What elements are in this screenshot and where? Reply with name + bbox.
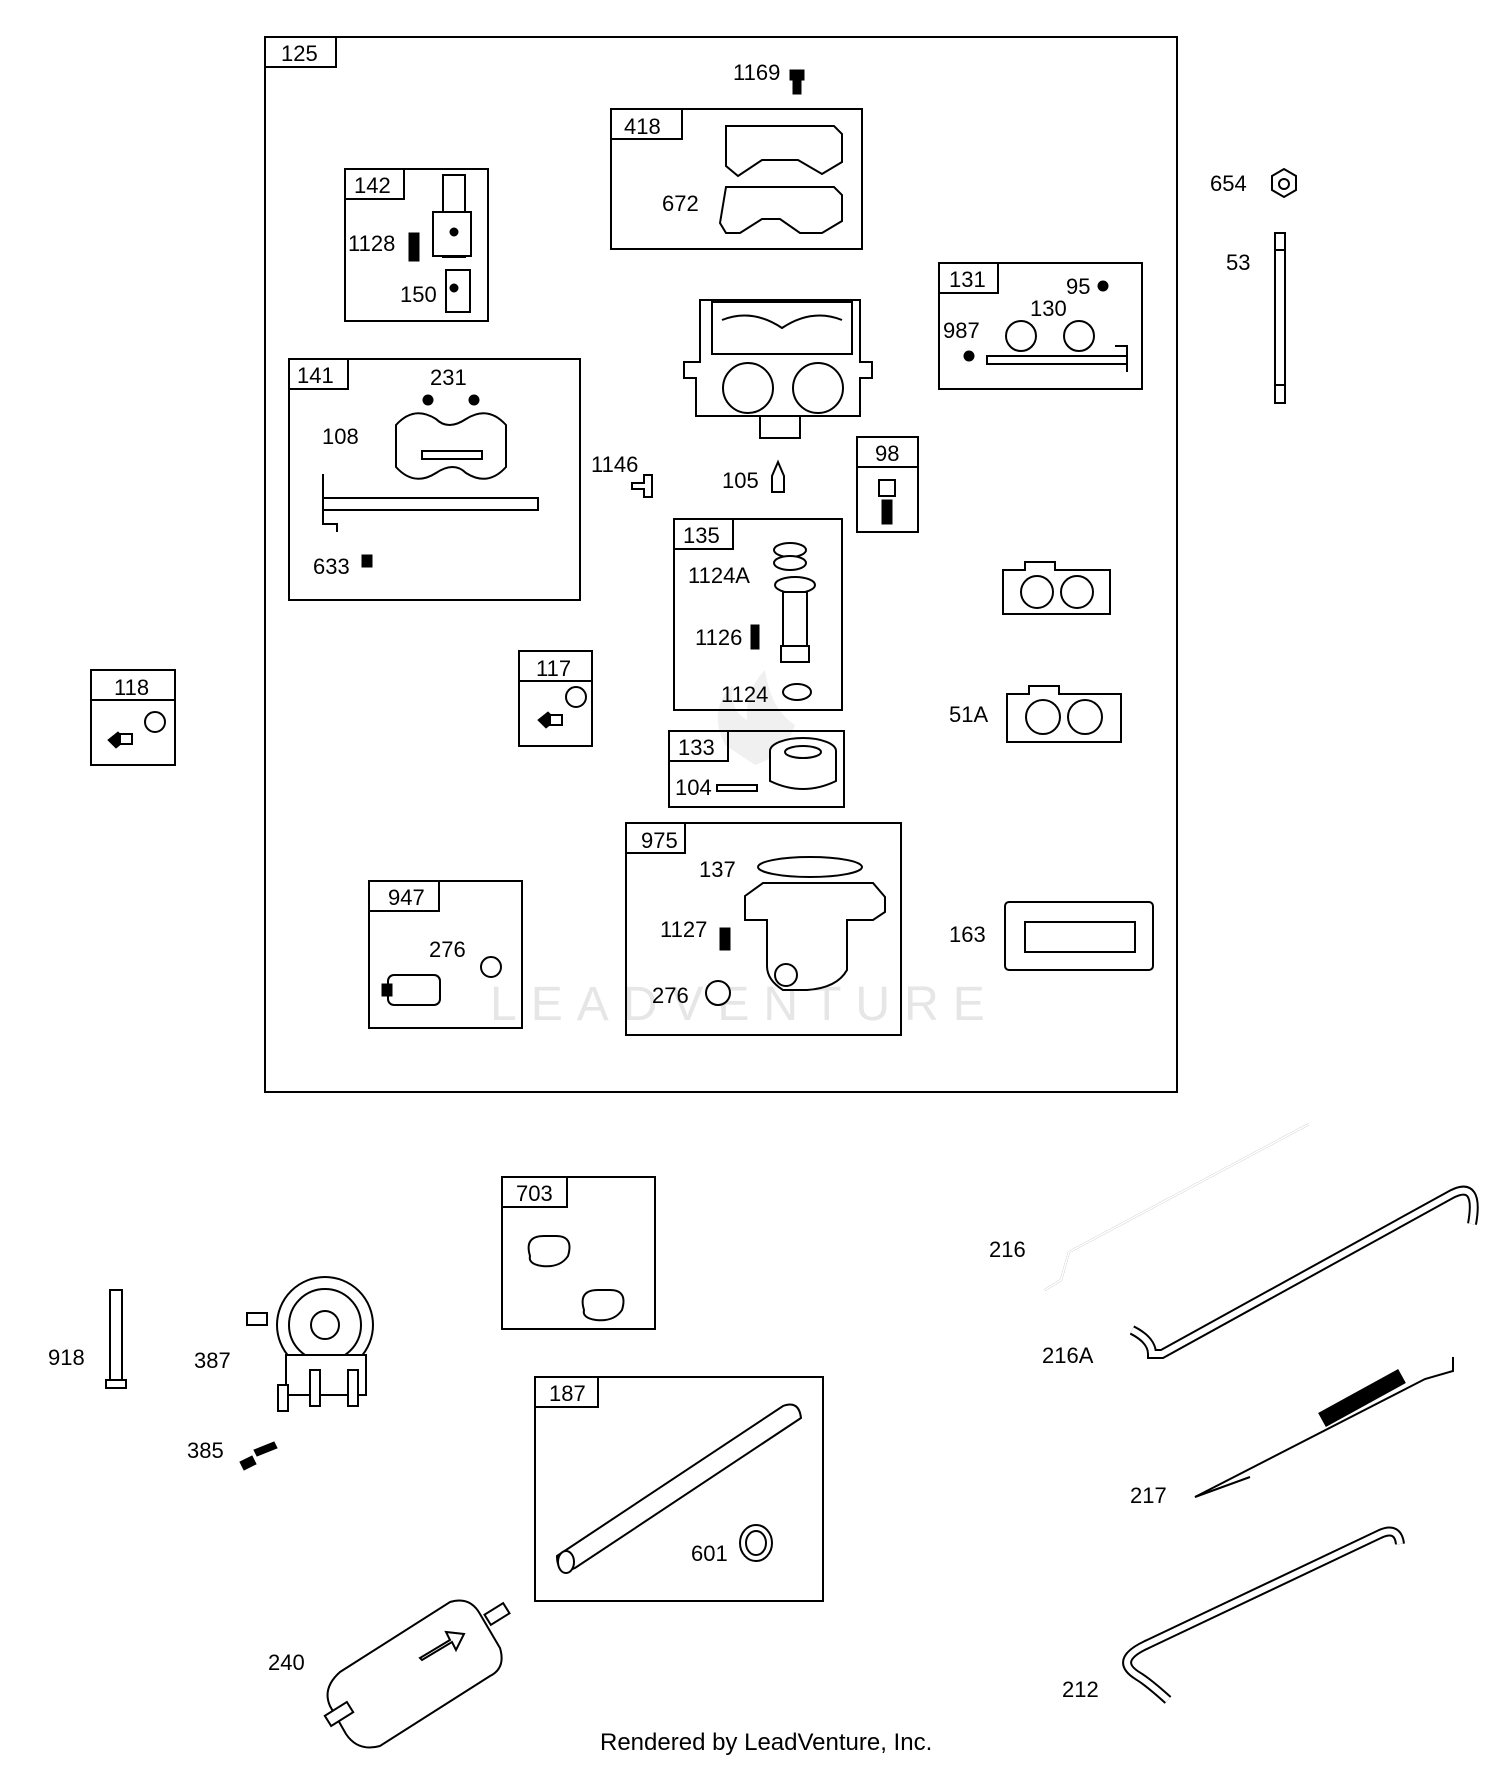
part-label-95: 95 — [1066, 274, 1090, 299]
part-label-918: 918 — [48, 1345, 85, 1370]
part-1146[interactable]: 1146 — [591, 452, 653, 498]
part-label-108: 108 — [322, 424, 359, 449]
group-187[interactable]: 187 601 — [534, 1376, 824, 1602]
group-label-703: 703 — [516, 1181, 553, 1206]
part-216[interactable]: 216 — [989, 1123, 1335, 1291]
part-51A[interactable]: 51A — [949, 685, 1122, 743]
group-142[interactable]: 142 1128 150 — [344, 168, 489, 322]
part-label-212: 212 — [1062, 1677, 1099, 1702]
part-label-385: 385 — [187, 1438, 224, 1463]
group-118[interactable]: 118 — [90, 669, 176, 766]
group-947[interactable]: 947 276 — [368, 880, 523, 1029]
gasket-upper-right[interactable] — [1002, 561, 1111, 615]
part-105[interactable]: 105 — [722, 459, 785, 493]
group-label-975: 975 — [641, 828, 678, 853]
group-125[interactable]: 125 — [264, 36, 1178, 1093]
part-label-387: 387 — [194, 1348, 231, 1373]
part-217[interactable]: 217 — [1130, 1357, 1454, 1508]
part-label-53: 53 — [1226, 250, 1250, 275]
part-1169[interactable]: 1169 — [733, 60, 805, 95]
part-label-276a: 276 — [429, 937, 466, 962]
part-240[interactable]: 240 — [268, 1599, 511, 1749]
part-label-1146: 1146 — [591, 452, 638, 477]
part-label-1127: 1127 — [660, 917, 707, 942]
group-label-131: 131 — [949, 267, 986, 292]
group-label-125: 125 — [281, 41, 318, 66]
part-label-216A: 216A — [1042, 1343, 1094, 1368]
part-label-51A: 51A — [949, 702, 988, 727]
part-label-654: 654 — [1210, 171, 1247, 196]
group-label-133: 133 — [678, 735, 715, 760]
part-label-217: 217 — [1130, 1483, 1167, 1508]
group-141[interactable]: 141 231 108 633 — [288, 358, 581, 601]
part-label-216: 216 — [989, 1237, 1026, 1262]
group-label-118: 118 — [114, 675, 149, 700]
group-133[interactable]: 133 104 — [668, 730, 845, 808]
part-53[interactable]: 53 — [1226, 232, 1286, 404]
part-654[interactable]: 654 — [1210, 167, 1297, 199]
group-98[interactable]: 98 — [856, 436, 919, 533]
part-label-231: 231 — [430, 365, 467, 390]
part-387[interactable]: 387 — [194, 1276, 374, 1412]
part-label-163: 163 — [949, 922, 986, 947]
group-label-117: 117 — [536, 656, 571, 681]
part-212[interactable]: 212 — [1062, 1526, 1405, 1704]
part-163[interactable]: 163 — [949, 901, 1154, 971]
part-label-240: 240 — [268, 1650, 305, 1675]
group-label-947: 947 — [388, 885, 425, 910]
gasket-upper — [725, 125, 843, 178]
group-label-98: 98 — [875, 441, 899, 466]
part-label-672: 672 — [662, 191, 699, 216]
part-label-137: 137 — [699, 857, 736, 882]
part-label-987: 987 — [943, 318, 980, 343]
group-label-418: 418 — [624, 114, 661, 139]
carburetor-body[interactable] — [683, 299, 873, 439]
part-label-276b: 276 — [652, 983, 689, 1008]
group-label-187: 187 — [549, 1381, 586, 1406]
watermark-text: LEADVENTURE — [490, 978, 999, 1031]
part-label-130: 130 — [1030, 296, 1067, 321]
part-label-1126: 1126 — [695, 625, 742, 650]
part-label-104: 104 — [675, 775, 712, 800]
part-label-1124: 1124 — [721, 682, 768, 707]
part-216A[interactable]: 216A — [1042, 1185, 1479, 1368]
part-label-1128: 1128 — [348, 231, 395, 256]
gasket-lower — [718, 186, 843, 234]
part-918[interactable]: 918 — [48, 1289, 127, 1389]
group-418[interactable]: 418 672 — [610, 108, 863, 250]
part-label-150: 150 — [400, 282, 437, 307]
part-385[interactable]: 385 — [187, 1438, 278, 1471]
group-131[interactable]: 131 95 130 987 — [938, 262, 1143, 390]
group-117[interactable]: 117 — [518, 650, 593, 747]
group-135[interactable]: 135 1124A 1126 1124 — [673, 518, 843, 711]
part-label-1124A: 1124A — [688, 563, 750, 588]
group-label-135: 135 — [683, 523, 720, 548]
group-label-141: 141 — [297, 363, 334, 388]
part-label-633: 633 — [313, 554, 350, 579]
group-703[interactable]: 703 — [501, 1176, 656, 1330]
footer-credit: Rendered by LeadVenture, Inc. — [600, 1729, 932, 1756]
part-label-601: 601 — [691, 1541, 728, 1566]
part-label-105: 105 — [722, 468, 759, 493]
part-label-1169: 1169 — [733, 60, 780, 85]
group-label-142: 142 — [354, 173, 391, 198]
watermark: LEADVENTURE — [490, 670, 999, 1031]
group-975[interactable]: 975 137 1127 276 — [625, 822, 902, 1036]
